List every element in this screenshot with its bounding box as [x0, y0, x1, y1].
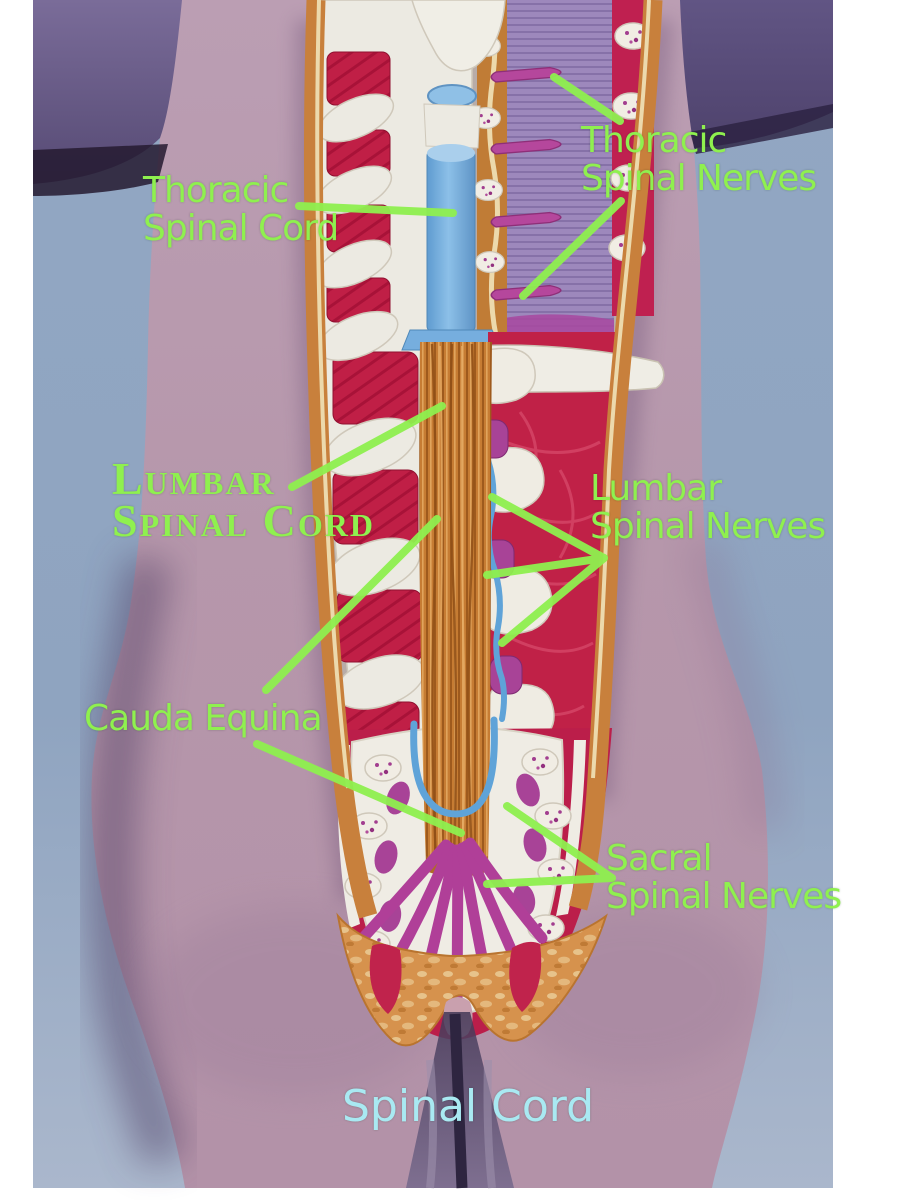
lumbar-spinal-nerves-leader-2 — [483, 554, 608, 579]
label-thoracic-spinal-cord: Thoracic Spinal Cord — [143, 170, 339, 250]
label-line: Spinal Cord — [112, 495, 375, 547]
label-cauda-equina: Cauda Equina — [84, 698, 323, 739]
red-crescent-right — [509, 941, 542, 1012]
label-line: Spinal Nerves — [581, 158, 817, 200]
cauda-equina-leader-upper — [262, 515, 441, 694]
label-line: Spinal Nerves — [590, 506, 826, 548]
red-crescent-left — [369, 943, 402, 1014]
label-sacral-spinal-nerves: Sacral Spinal Nerves — [606, 838, 842, 918]
right-arm-shadow-edge — [690, 104, 833, 154]
page-title: Spinal Cord — [342, 1081, 595, 1132]
lumbar-spinal-cord-leader — [288, 402, 446, 491]
label-line: Lumbar — [590, 468, 722, 509]
label-line: Spinal Cord — [143, 208, 339, 250]
right-flank-shadow — [687, 536, 781, 831]
label-line: Sacral — [606, 838, 713, 879]
label-line: Thoracic — [143, 170, 289, 211]
top-vertebra-arch — [411, 0, 506, 72]
sacral-spinal-nerves-leader-lower — [483, 874, 616, 888]
thoracic-spinal-nerves-leader-lower — [519, 197, 625, 300]
cauda-equina-leader-lower — [253, 740, 465, 837]
label-line: Lumbar — [112, 453, 276, 504]
right-arm — [680, 0, 833, 148]
lamina-bridge — [423, 103, 481, 149]
lumbar-spinal-nerves-leader-1 — [488, 493, 608, 562]
left-arm — [33, 0, 182, 184]
dural-sac-bottom-u — [410, 716, 498, 818]
left-flank-shadow — [88, 555, 188, 1167]
label-line: Thoracic — [581, 120, 727, 161]
thoracic-deep-muscle — [504, 0, 614, 334]
thoracic-spinal-cord-model — [401, 84, 503, 351]
left-arm-shadow-edge — [33, 144, 168, 196]
label-lumbar-spinal-cord: Lumbar Spinal Cord — [112, 453, 375, 547]
spinal-cutaway-channel — [295, 0, 674, 1047]
annotation-leader-lines — [253, 73, 625, 888]
label-line: Spinal Nerves — [606, 876, 842, 918]
thoracic-spinal-nerves-leader-upper — [550, 73, 624, 125]
label-line: Cauda Equina — [84, 698, 323, 739]
sacral-spinal-nerves-leader-upper — [503, 802, 616, 882]
gluteal-cleft — [406, 1012, 514, 1189]
label-thoracic-spinal-nerves: Thoracic Spinal Nerves — [581, 120, 817, 200]
cauda-equina-model — [410, 342, 498, 877]
lumbar-spinal-nerves-leader-3 — [498, 554, 608, 647]
title-text: Spinal Cord — [342, 1081, 595, 1132]
thoracic-spinal-cord-leader — [295, 202, 457, 217]
label-lumbar-spinal-nerves: Lumbar Spinal Nerves — [590, 468, 826, 548]
cutaway-fat-rims — [303, 0, 663, 1047]
iliac-sliver-right — [556, 740, 586, 916]
